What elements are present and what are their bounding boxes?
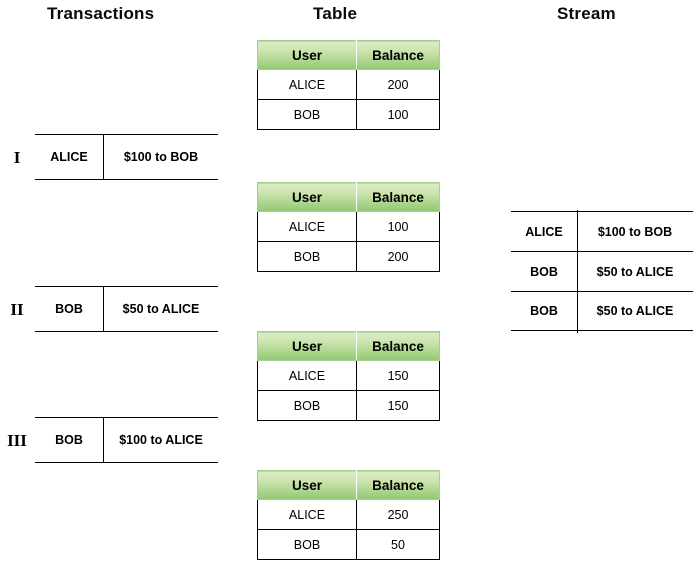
stream-row: BOB $50 to ALICE xyxy=(511,290,693,334)
table-row: BOB 100 xyxy=(257,99,440,130)
transaction-detail: $100 to ALICE xyxy=(119,433,203,447)
table-header-row: User Balance xyxy=(257,331,440,361)
table-row: ALICE 250 xyxy=(257,499,440,530)
column-header-user: User xyxy=(257,40,357,70)
cell-user: ALICE xyxy=(257,360,357,391)
table-row: ALICE 150 xyxy=(257,360,440,391)
balance-table: User Balance ALICE 200 BOB 100 xyxy=(257,40,440,130)
stream-row: BOB $50 to ALICE xyxy=(511,250,693,292)
cell-balance: 150 xyxy=(356,360,440,391)
table-header-row: User Balance xyxy=(257,470,440,500)
stream-row-divider xyxy=(577,290,578,334)
transaction-numeral: II xyxy=(10,300,24,319)
cell-user: BOB xyxy=(257,390,357,421)
cell-user: ALICE xyxy=(257,69,357,100)
transaction-user: BOB xyxy=(35,287,104,331)
stream-detail: $50 to ALICE xyxy=(596,304,674,318)
column-header-balance: Balance xyxy=(356,331,440,361)
stream-row: ALICE $100 to BOB xyxy=(511,210,693,252)
transaction-group: II BOB $50 to ALICE xyxy=(0,286,250,334)
column-title-table: Table xyxy=(313,4,358,23)
cell-user: BOB xyxy=(257,99,357,130)
stream-user: BOB xyxy=(530,304,558,318)
cell-user: BOB xyxy=(257,529,357,560)
table-row: ALICE 200 xyxy=(257,69,440,100)
stream-row-divider xyxy=(577,250,578,292)
transaction-user: BOB xyxy=(35,418,104,462)
cell-user: ALICE xyxy=(257,499,357,530)
transaction-row: BOB $100 to ALICE xyxy=(35,417,218,463)
stream-user: BOB xyxy=(530,264,558,279)
stream-table: ALICE $100 to BOB BOB $50 to ALICE BOB $… xyxy=(511,210,693,334)
transaction-numeral: I xyxy=(13,148,21,167)
transaction-user: ALICE xyxy=(35,135,104,179)
cell-balance: 250 xyxy=(356,499,440,530)
transaction-group: III BOB $100 to ALICE xyxy=(0,417,250,465)
table-row: ALICE 100 xyxy=(257,211,440,242)
table-row: BOB 200 xyxy=(257,241,440,272)
cell-user: BOB xyxy=(257,241,357,272)
transaction-row: ALICE $100 to BOB xyxy=(35,134,218,180)
column-header-balance: Balance xyxy=(356,40,440,70)
column-header-balance: Balance xyxy=(356,182,440,212)
column-title-transactions: Transactions xyxy=(47,4,155,23)
cell-balance: 50 xyxy=(356,529,440,560)
cell-balance: 100 xyxy=(356,211,440,242)
cell-balance: 150 xyxy=(356,390,440,421)
transaction-detail: $50 to ALICE xyxy=(122,302,200,316)
balance-table: User Balance ALICE 150 BOB 150 xyxy=(257,331,440,421)
column-header-user: User xyxy=(257,182,357,212)
transaction-detail: $100 to BOB xyxy=(123,150,199,164)
cell-user: ALICE xyxy=(257,211,357,242)
cell-balance: 200 xyxy=(356,241,440,272)
cell-balance: 200 xyxy=(356,69,440,100)
column-title-stream: Stream xyxy=(557,4,616,23)
stream-user: ALICE xyxy=(525,224,563,239)
table-row: BOB 150 xyxy=(257,390,440,421)
column-header-user: User xyxy=(257,470,357,500)
stream-detail: $50 to ALICE xyxy=(596,264,674,279)
transaction-row: BOB $50 to ALICE xyxy=(35,286,218,332)
column-header-user: User xyxy=(257,331,357,361)
stream-detail: $100 to BOB xyxy=(597,224,673,239)
table-row: BOB 50 xyxy=(257,529,440,560)
transaction-numeral: III xyxy=(7,431,27,450)
table-header-row: User Balance xyxy=(257,182,440,212)
column-header-balance: Balance xyxy=(356,470,440,500)
balance-table: User Balance ALICE 250 BOB 50 xyxy=(257,470,440,560)
table-header-row: User Balance xyxy=(257,40,440,70)
cell-balance: 100 xyxy=(356,99,440,130)
balance-table: User Balance ALICE 100 BOB 200 xyxy=(257,182,440,272)
stream-row-divider xyxy=(577,210,578,252)
transaction-group: I ALICE $100 to BOB xyxy=(0,134,250,182)
